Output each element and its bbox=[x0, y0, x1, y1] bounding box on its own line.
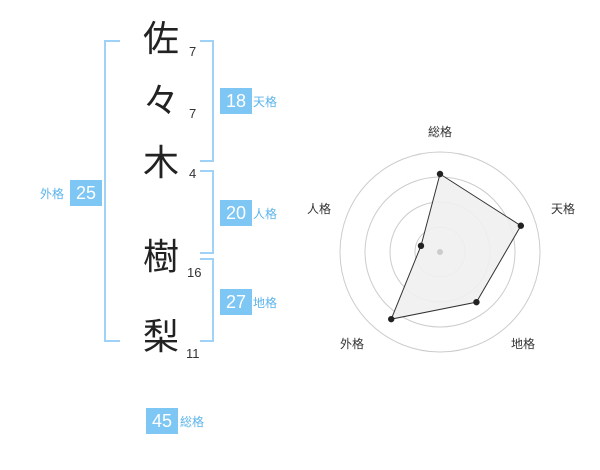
name-char-1: 佐 bbox=[142, 19, 179, 60]
radar-point-4 bbox=[388, 315, 395, 323]
jinkaku-bracket bbox=[200, 170, 214, 254]
name-char-4: 樹 bbox=[142, 237, 179, 278]
tenkaku-label: 天格 bbox=[253, 95, 278, 109]
radar-series-area bbox=[390, 173, 522, 320]
name-char-3: 木 bbox=[142, 143, 179, 184]
stroke-count-5: 11 bbox=[186, 346, 200, 361]
stroke-count-1: 7 bbox=[189, 44, 197, 59]
radar-label-chikaku: 地格 bbox=[510, 337, 535, 351]
jinkaku-label: 人格 bbox=[253, 207, 278, 221]
stroke-count-3: 4 bbox=[189, 166, 197, 181]
radar-label-jinkaku: 人格 bbox=[306, 202, 331, 216]
radar-center-dot bbox=[437, 249, 443, 255]
gaikaku-value: 25 bbox=[70, 180, 102, 206]
radar-point-1 bbox=[436, 170, 444, 178]
radar-label-gaikaku: 外格 bbox=[339, 337, 364, 351]
radar-point-5 bbox=[417, 242, 425, 250]
radar-point-2 bbox=[517, 222, 525, 229]
tenkaku-value: 18 bbox=[220, 88, 252, 114]
tenkaku-bracket bbox=[200, 40, 214, 162]
radar-label-soukaku: 総格 bbox=[427, 125, 452, 139]
radar-label-tenkaku: 天格 bbox=[550, 202, 575, 216]
soukaku-value: 45 bbox=[146, 408, 178, 434]
jinkaku-value: 20 bbox=[220, 200, 252, 226]
name-char-5: 梨 bbox=[142, 317, 179, 358]
gaikaku-label: 外格 bbox=[40, 187, 65, 201]
stroke-count-4: 16 bbox=[187, 265, 202, 280]
gaikaku-bracket bbox=[104, 40, 120, 342]
chikaku-value: 27 bbox=[220, 289, 252, 315]
soukaku-label: 総格 bbox=[180, 415, 205, 429]
chikaku-bracket bbox=[200, 258, 214, 342]
radar-point-3 bbox=[473, 298, 480, 306]
name-char-2: 々 bbox=[142, 81, 179, 122]
chikaku-label: 地格 bbox=[253, 296, 278, 310]
stroke-count-2: 7 bbox=[189, 106, 197, 121]
radar-grid-ring bbox=[339, 151, 541, 353]
